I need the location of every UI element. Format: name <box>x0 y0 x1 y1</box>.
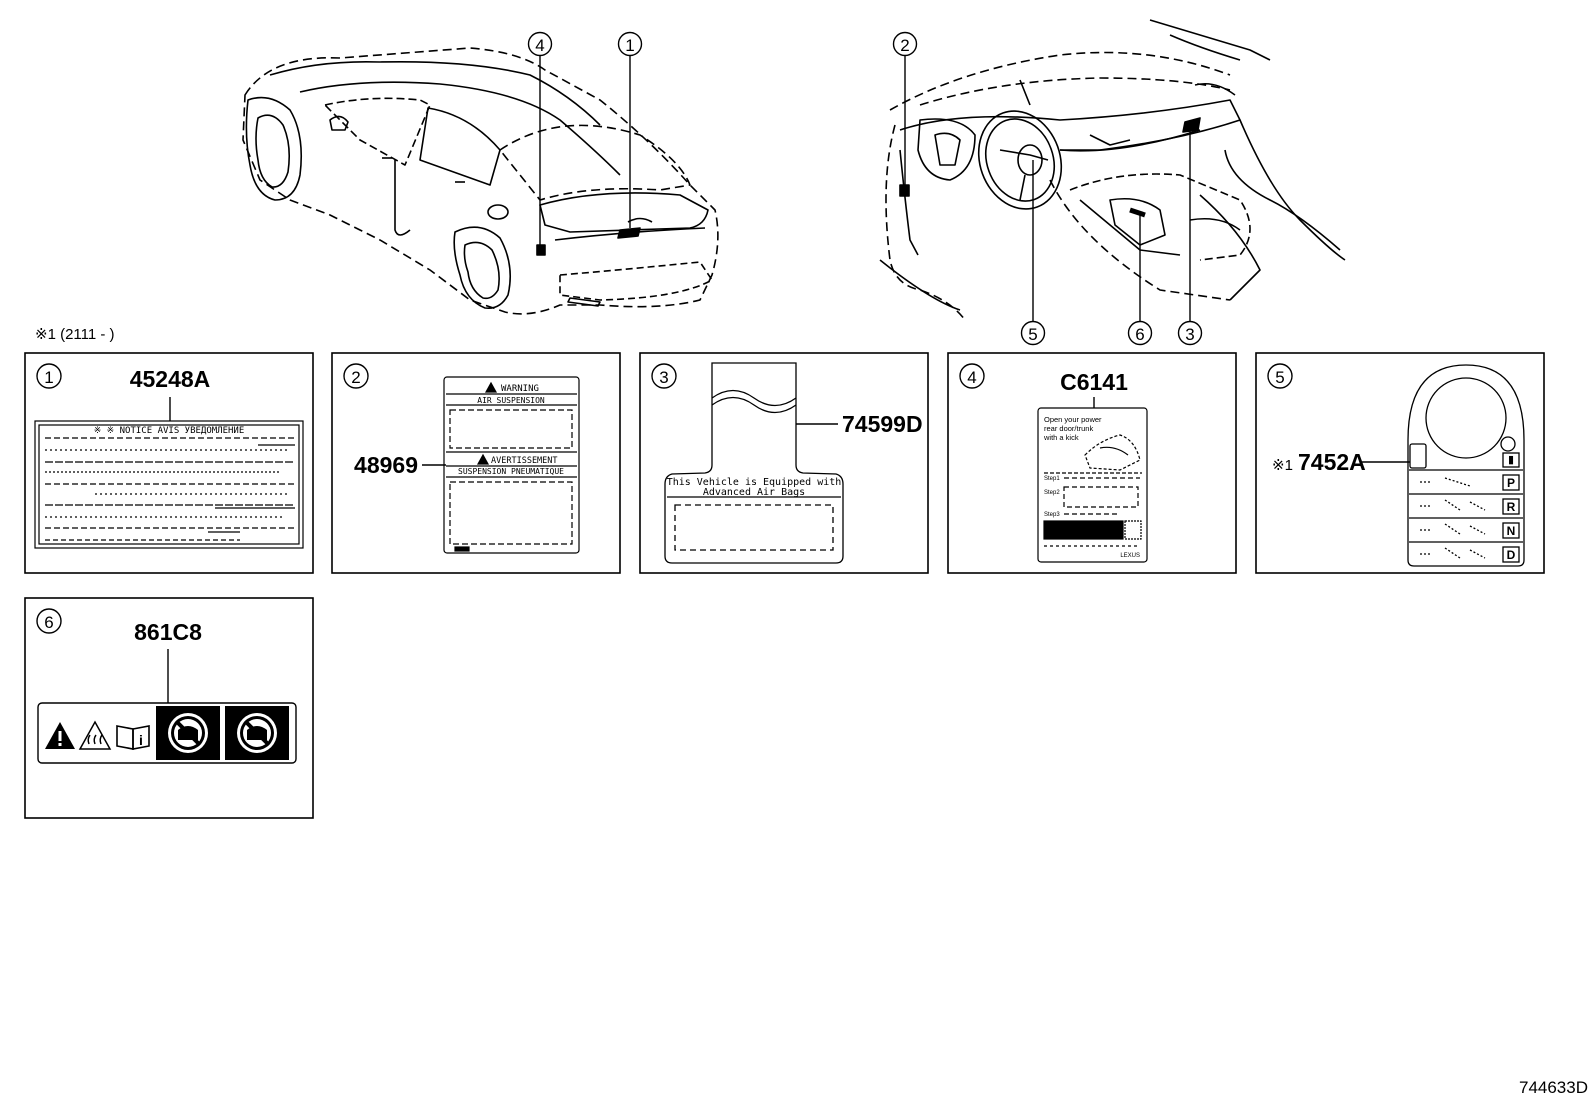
part-number-74599D: 74599D <box>842 411 923 437</box>
airbag-text-line2: Advanced Air Bags <box>703 487 805 498</box>
hot-surface-icon <box>78 720 112 750</box>
kick-step1: Step1 <box>1044 476 1060 482</box>
kick-sensor-label: Open your power rear door/trunk with a k… <box>1037 407 1148 563</box>
figure-code: 744633D <box>1519 1078 1588 1097</box>
part-number-861C8: 861C8 <box>134 619 202 645</box>
panel-6-number: 6 <box>44 613 53 632</box>
no-sitting-heater-icon-2 <box>225 706 289 760</box>
part-number-45248A: 45248A <box>130 366 211 392</box>
shift-knob-label <box>1407 364 1525 567</box>
kick-step2: Step2 <box>1044 490 1060 496</box>
callout-6-top: 6 <box>1127 213 1153 346</box>
book-icon: ▮ <box>1508 454 1514 466</box>
airbag-hang-tag: This Vehicle is Equipped with Advanced A… <box>664 362 844 564</box>
panel-1: 1 45248A ※ ※ NOTICE AVIS УВЕДОМЛЕНИЕ <box>24 352 314 574</box>
callout-4-label: 4 <box>535 36 544 55</box>
gear-p-label: P <box>1507 476 1515 490</box>
notice-header: ※ ※ NOTICE AVIS УВЕДОМЛЕНИЕ <box>94 426 245 436</box>
callout-5-top: 5 <box>1020 160 1046 346</box>
car-rear-illustration <box>242 47 719 315</box>
kick-label-line2: rear door/trunk <box>1044 424 1093 433</box>
panel-5-number: 5 <box>1275 368 1284 387</box>
callout-2-top: 2 <box>892 31 918 188</box>
panel-1-number: 1 <box>44 368 53 387</box>
warning-subtitle: AIR SUSPENSION <box>477 396 545 405</box>
callout-6-label: 6 <box>1135 325 1144 344</box>
callout-4-top: 4 <box>527 31 553 248</box>
airbag-text-line1: This Vehicle is Equipped with <box>667 477 842 488</box>
warning-title: WARNING <box>501 384 539 394</box>
svg-text:i: i <box>139 732 143 748</box>
warning-triangle-icon <box>45 722 75 749</box>
panel-3-number: 3 <box>659 368 668 387</box>
callout-5-label: 5 <box>1028 325 1037 344</box>
kick-step3: Step3 <box>1044 512 1060 518</box>
panel-4: 4 C6141 Open your power rear door/trunk … <box>947 352 1237 574</box>
gear-d-label: D <box>1507 548 1516 562</box>
kick-label-line1: Open your power <box>1044 415 1102 424</box>
panel-3: 3 This Vehicle is Equipped with Advanced… <box>639 352 929 574</box>
kick-label-line3: with a kick <box>1043 433 1079 442</box>
notice-label: ※ ※ NOTICE AVIS УВЕДОМЛЕНИЕ <box>34 420 304 549</box>
callout-1-top: 1 <box>617 31 643 228</box>
panel-6: 6 861C8 i <box>24 597 314 819</box>
avertissement-subtitle: SUSPENSION PNEUMATIQUE <box>458 467 564 476</box>
applicability-note: ※1 (2111 - ) <box>35 326 115 343</box>
callout-3-label: 3 <box>1185 325 1194 344</box>
kick-label-brand: LEXUS <box>1120 553 1140 559</box>
no-sitting-heater-icon-1 <box>156 706 220 760</box>
panel-4-number: 4 <box>967 368 976 387</box>
panel-2-number: 2 <box>351 368 360 387</box>
gear-r-label: R <box>1507 500 1516 514</box>
panel-2: 2 48969 WARNING AIR SUSPENSION AVERTISSE… <box>331 352 621 574</box>
gear-n-label: N <box>1507 524 1516 538</box>
panel-5: 5 ※1 7452A ▮ P R N <box>1255 352 1545 574</box>
callout-1-label: 1 <box>625 36 634 55</box>
part-number-C6141: C6141 <box>1060 369 1128 395</box>
heated-seat-warning-label: i <box>37 702 297 764</box>
part-prefix-note: ※1 <box>1272 457 1293 474</box>
callout-3-top: 3 <box>1177 125 1203 346</box>
avertissement-title: AVERTISSEMENT <box>491 456 558 466</box>
callout-2-label: 2 <box>900 36 909 55</box>
air-suspension-warning-label: WARNING AIR SUSPENSION AVERTISSEMENT SUS… <box>443 376 580 554</box>
manual-book-icon: i <box>116 725 150 750</box>
part-number-48969: 48969 <box>354 452 418 478</box>
part-number-7452A: 7452A <box>1298 449 1366 475</box>
interior-illustration <box>879 19 1346 321</box>
